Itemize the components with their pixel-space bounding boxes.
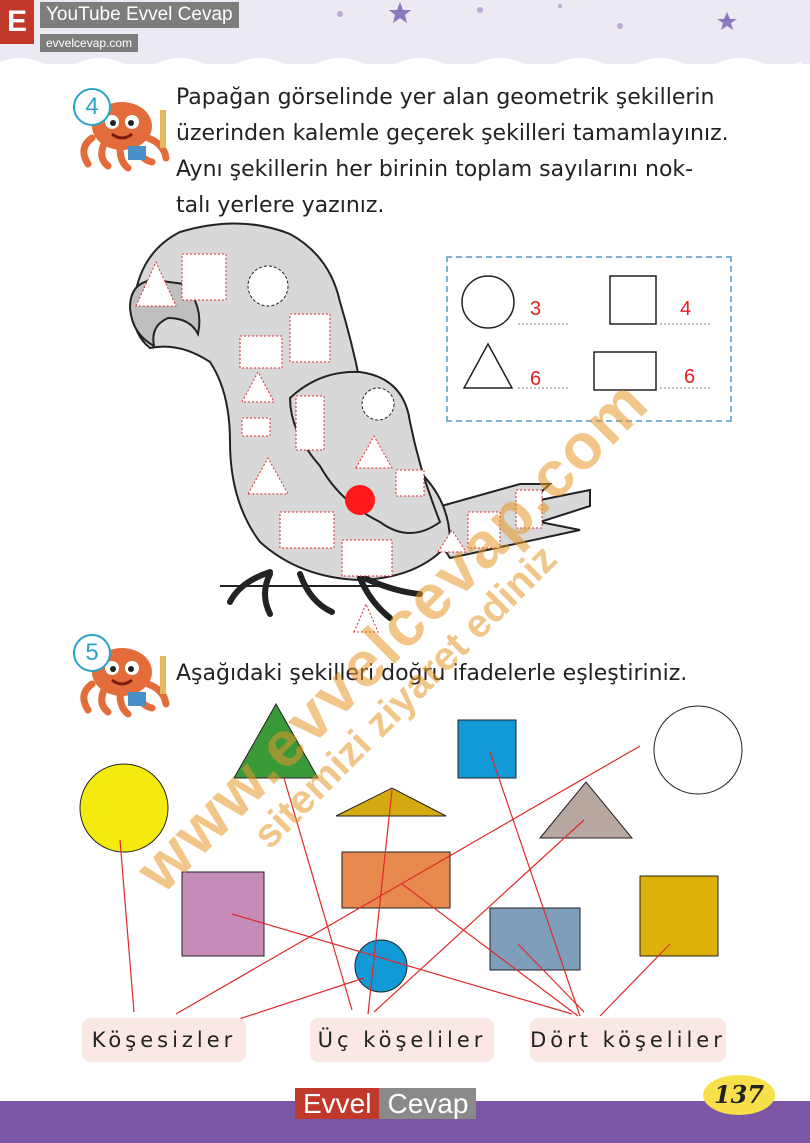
page-number: 137 xyxy=(703,1075,775,1115)
orange-rectangle xyxy=(341,851,451,909)
yellow-circle xyxy=(79,763,169,853)
question-5-number: 5 xyxy=(73,634,111,672)
gold-square xyxy=(639,875,719,957)
brand-url[interactable]: evvelcevap.com xyxy=(40,34,139,52)
answer-square-count[interactable]: 4 xyxy=(680,298,692,320)
triangle-icon xyxy=(462,342,514,389)
brand-title[interactable]: YouTube Evvel Cevap xyxy=(40,2,239,28)
answer-circle-count[interactable]: 3 xyxy=(530,298,542,320)
white-circle xyxy=(653,705,743,795)
answer-rectangle-count[interactable]: 6 xyxy=(684,366,696,388)
matching-exercise xyxy=(79,702,743,1021)
header-decoration xyxy=(0,2,810,70)
pink-square xyxy=(181,871,265,957)
star-icon xyxy=(389,2,411,23)
answer-triangle-count[interactable]: 6 xyxy=(530,368,542,390)
blue-square xyxy=(457,719,517,779)
square-icon xyxy=(609,275,657,325)
question-4-line: talı yerlere yazınız. xyxy=(176,193,385,218)
green-triangle xyxy=(233,702,319,779)
blue-circle xyxy=(354,939,408,993)
octopus-mascot-icon xyxy=(80,648,170,718)
footer-brand-evvel: Evvel xyxy=(295,1088,380,1119)
steel-rectangle xyxy=(489,907,581,971)
question-4-number: 4 xyxy=(73,88,111,126)
question-5-text: Aşağıdaki şekilleri doğru ifadelerle eşl… xyxy=(176,661,688,686)
taupe-triangle xyxy=(538,781,634,839)
question-4-line: Papağan görselinde yer alan geometrik şe… xyxy=(176,85,715,110)
label-no-corners[interactable]: Köşesizler xyxy=(82,1018,246,1062)
circle-icon xyxy=(461,275,515,329)
parrot-illustration xyxy=(128,222,591,633)
question-4-text: Papağan görselinde yer alan geometrik şe… xyxy=(176,80,729,224)
label-three-corners[interactable]: Üç köşeliler xyxy=(310,1018,494,1062)
question-4-line: Aynı şekillerin her birinin toplam sayıl… xyxy=(176,157,694,182)
question-4-line: üzerinden kalemle geçerek şekilleri tama… xyxy=(176,121,729,146)
rectangle-icon xyxy=(593,351,657,391)
star-icon xyxy=(717,12,737,30)
brand-logo: E xyxy=(0,0,34,44)
shape-count-legend xyxy=(446,256,732,422)
label-four-corners[interactable]: Dört köşeliler xyxy=(530,1018,726,1062)
legend-shapes xyxy=(461,275,710,391)
footer-brand-cevap: Cevap xyxy=(379,1088,477,1119)
